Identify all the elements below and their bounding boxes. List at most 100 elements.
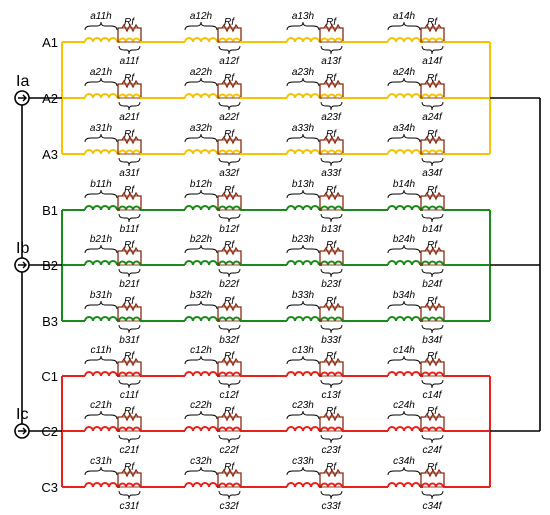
coil-f-label: b23f xyxy=(321,279,342,290)
inductor-coil-icon xyxy=(84,426,118,432)
inductor-coil-icon xyxy=(387,37,421,43)
inductor-coil-icon xyxy=(184,149,218,155)
brace-icon xyxy=(286,300,320,310)
fault-coil-icon xyxy=(319,260,343,266)
brace-icon xyxy=(184,466,218,476)
brace-icon xyxy=(286,355,320,365)
phase-2-group: IcC1c11hRfc11fc12hRfc12fc13hRfc13fc14hRf… xyxy=(14,345,540,512)
brace-icon xyxy=(84,466,118,476)
coil-h-label: c23h xyxy=(292,400,314,411)
brace-icon xyxy=(118,490,141,500)
coil-f-label: b13f xyxy=(321,224,342,235)
inductor-coil-icon xyxy=(286,426,320,432)
brace-icon xyxy=(84,77,118,87)
resistor-frame xyxy=(420,361,445,377)
coil-h-label: b33h xyxy=(292,290,315,301)
resistor-label: Rf xyxy=(124,406,135,417)
resistor-frame xyxy=(420,195,445,211)
inductor-coil-icon xyxy=(387,205,421,211)
fault-coil-icon xyxy=(420,205,444,211)
inductor-coil-icon xyxy=(286,205,320,211)
resistor-label: Rf xyxy=(427,406,438,417)
resistor-frame xyxy=(217,416,242,432)
resistor-frame xyxy=(420,27,445,43)
resistor-frame xyxy=(117,472,142,488)
resistor-label: Rf xyxy=(124,73,135,84)
resistor-label: Rf xyxy=(224,406,235,417)
inductor-coil-icon xyxy=(84,205,118,211)
inductor-coil-icon xyxy=(286,149,320,155)
coil-f-label: a33f xyxy=(321,168,342,179)
coil-f-label: c21f xyxy=(120,445,140,456)
coil-f-label: a24f xyxy=(422,112,443,123)
brace-icon xyxy=(84,355,118,365)
brace-icon xyxy=(184,410,218,420)
coil-h-label: a34h xyxy=(393,123,416,134)
fault-coil-icon xyxy=(420,93,444,99)
winding-row: C1c11hRfc11fc12hRfc12fc13hRfc13fc14hRfc1… xyxy=(41,345,490,401)
coil-f-label: b21f xyxy=(119,279,140,290)
arrow-right-icon xyxy=(18,261,27,269)
resistor-label: Rf xyxy=(124,185,135,196)
coil-f-label: a23f xyxy=(321,112,342,123)
inductor-coil-icon xyxy=(84,37,118,43)
brace-icon xyxy=(320,45,343,55)
coil-f-label: b34f xyxy=(422,335,443,346)
winding-row: C2c21hRfc21fc22hRfc22fc23hRfc23fc24hRfc2… xyxy=(41,400,490,456)
row-label: A2 xyxy=(42,91,58,106)
resistor-label: Rf xyxy=(427,129,438,140)
brace-icon xyxy=(320,434,343,444)
fault-coil-icon xyxy=(117,426,141,432)
brace-icon xyxy=(184,21,218,31)
resistor-label: Rf xyxy=(326,73,337,84)
coil-f-label: a22f xyxy=(219,112,240,123)
coil-h-label: a24h xyxy=(393,67,416,78)
brace-icon xyxy=(320,379,343,389)
inductor-coil-icon xyxy=(387,482,421,488)
inductor-coil-icon xyxy=(286,37,320,43)
coil-f-label: c32f xyxy=(220,501,240,512)
brace-icon xyxy=(218,45,241,55)
brace-icon xyxy=(387,21,421,31)
resistor-label: Rf xyxy=(326,129,337,140)
phase-0-group: IaA1a11hRfa11fa12hRfa12fa13hRfa13fa14hRf… xyxy=(14,11,540,179)
coil-h-label: c34h xyxy=(393,456,415,467)
row-label: C2 xyxy=(41,424,58,439)
brace-icon xyxy=(118,379,141,389)
fault-coil-icon xyxy=(319,93,343,99)
winding-row: A3a31hRfa31fa32hRfa32fa33hRfa33fa34hRfa3… xyxy=(42,123,490,179)
brace-icon xyxy=(118,45,141,55)
resistor-frame xyxy=(319,139,344,155)
resistor-label: Rf xyxy=(124,17,135,28)
inductor-coil-icon xyxy=(286,260,320,266)
resistor-frame xyxy=(217,83,242,99)
coil-h-label: c32h xyxy=(190,456,212,467)
inductor-coil-icon xyxy=(184,93,218,99)
brace-icon xyxy=(320,268,343,278)
resistor-frame xyxy=(319,195,344,211)
resistor-label: Rf xyxy=(224,240,235,251)
brace-icon xyxy=(286,244,320,254)
resistor-frame xyxy=(217,139,242,155)
resistor-frame xyxy=(217,27,242,43)
row-label: A3 xyxy=(42,147,58,162)
resistor-label: Rf xyxy=(224,129,235,140)
inductor-coil-icon xyxy=(84,482,118,488)
fault-coil-icon xyxy=(319,37,343,43)
brace-icon xyxy=(286,410,320,420)
brace-icon xyxy=(184,244,218,254)
inductor-coil-icon xyxy=(184,37,218,43)
coil-f-label: c22f xyxy=(220,445,240,456)
brace-icon xyxy=(184,355,218,365)
resistor-label: Rf xyxy=(224,17,235,28)
coil-f-label: b24f xyxy=(422,279,443,290)
coil-h-label: a13h xyxy=(292,11,315,22)
coil-h-label: c14h xyxy=(393,345,415,356)
winding-row: B1b11hRfb11fb12hRfb12fb13hRfb13fb14hRfb1… xyxy=(42,179,490,235)
resistor-label: Rf xyxy=(124,129,135,140)
resistor-label: Rf xyxy=(427,240,438,251)
brace-icon xyxy=(286,77,320,87)
brace-icon xyxy=(218,490,241,500)
resistor-frame xyxy=(117,27,142,43)
fault-coil-icon xyxy=(217,93,241,99)
